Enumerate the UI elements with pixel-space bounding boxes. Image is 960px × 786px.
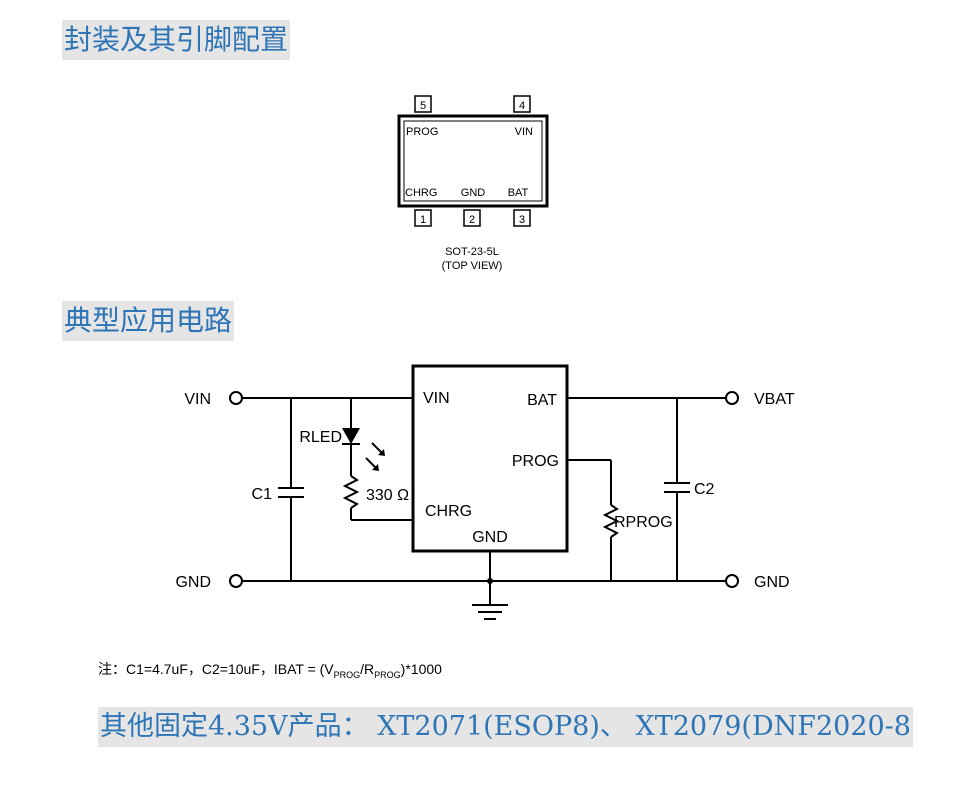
circuit-diagram bbox=[229, 364, 739, 620]
products-heading: 其他固定4.35V产品： XT2071(ESOP8)、 XT2079(DNF20… bbox=[98, 707, 913, 747]
pin-1-box bbox=[414, 209, 432, 227]
pin-4-box bbox=[513, 95, 531, 113]
label-vin-left: VIN bbox=[184, 391, 211, 408]
pin-3-number: 3 bbox=[519, 214, 525, 226]
pin-label-vin: VIN bbox=[515, 126, 533, 138]
led-symbol bbox=[342, 428, 360, 444]
note-suffix: )*1000 bbox=[400, 661, 442, 677]
label-rprog: RPROG bbox=[614, 514, 673, 531]
package-caption-view: (TOP VIEW) bbox=[442, 260, 503, 272]
circuit-heading: 典型应用电路 bbox=[62, 301, 235, 341]
gnd-terminal-left bbox=[229, 574, 243, 588]
led-arrow-1 bbox=[378, 449, 385, 456]
ic-pin-gnd: GND bbox=[472, 529, 508, 546]
pin-2-box bbox=[463, 209, 481, 227]
pin-label-prog: PROG bbox=[406, 126, 438, 138]
pin-1-number: 1 bbox=[420, 214, 426, 226]
pin-2-number: 2 bbox=[469, 214, 475, 226]
label-rled: RLED bbox=[299, 429, 342, 446]
pin-label-gnd: GND bbox=[461, 187, 486, 199]
ic-pin-vin: VIN bbox=[423, 390, 450, 407]
package-body bbox=[397, 114, 549, 208]
ic-pin-bat: BAT bbox=[527, 392, 557, 409]
gnd-terminal-right bbox=[725, 574, 739, 588]
package-caption-name: SOT-23-5L bbox=[445, 246, 499, 258]
ic-pin-chrg: CHRG bbox=[425, 503, 472, 520]
pin-5-box bbox=[414, 95, 432, 113]
label-gnd-right: GND bbox=[754, 574, 790, 591]
label-vbat: VBAT bbox=[754, 391, 795, 408]
label-c1: C1 bbox=[252, 486, 273, 503]
pin-5-number: 5 bbox=[420, 100, 426, 112]
pin-3-box bbox=[513, 209, 531, 227]
label-resistor-value: 330 Ω bbox=[366, 487, 409, 504]
pin-4-number: 4 bbox=[519, 100, 525, 112]
note-mid: /R bbox=[360, 661, 375, 677]
led-arrow-2 bbox=[372, 464, 379, 471]
package-body-inner bbox=[403, 120, 543, 202]
vin-terminal bbox=[229, 391, 243, 405]
label-c2: C2 bbox=[694, 481, 715, 498]
vbat-terminal bbox=[725, 391, 739, 405]
package-heading: 封装及其引脚配置 bbox=[62, 20, 291, 60]
junction-gnd bbox=[487, 578, 493, 584]
label-gnd-left: GND bbox=[175, 574, 211, 591]
ic-pin-prog: PROG bbox=[512, 453, 559, 470]
component-note: 注：C1=4.7uF，C2=10uF，IBAT = (VPROG/RPROG)*… bbox=[98, 659, 442, 680]
note-sub-vprog: PROG bbox=[333, 669, 361, 680]
note-sub-rprog: PROG bbox=[374, 669, 401, 680]
pin-label-chrg: CHRG bbox=[405, 187, 437, 199]
pin-label-bat: BAT bbox=[508, 187, 529, 199]
note-prefix: 注：C1=4.7uF，C2=10uF，IBAT = (V bbox=[98, 661, 334, 677]
